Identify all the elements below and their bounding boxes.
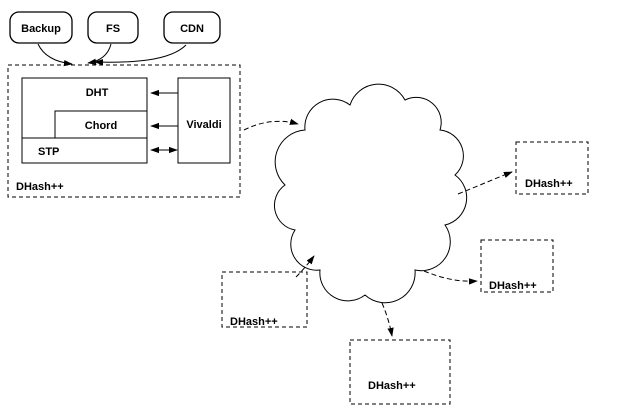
remote-node-left-label: DHash++ — [230, 316, 278, 328]
vivaldi-label: Vivaldi — [186, 119, 221, 131]
cloud-to-right-node-arrow — [457, 171, 513, 195]
left-node-to-cloud-arrow — [295, 255, 315, 278]
backup-app-label: Backup — [21, 23, 61, 35]
remote-node-lowerright-box — [480, 239, 554, 293]
stp-label: STP — [38, 146, 59, 158]
remote-node-lowerright-label: DHash++ — [489, 280, 537, 292]
backup-app-box — [9, 11, 73, 44]
remote-node-right-box — [515, 141, 589, 195]
fs-app-box — [87, 11, 139, 44]
remote-node-right-label: DHash++ — [525, 178, 573, 190]
network-cloud-icon — [273, 83, 468, 304]
backup-to-dhash-arrow — [37, 43, 73, 67]
dhash-main-label: DHash++ — [16, 181, 64, 193]
chord-label: Chord — [85, 120, 117, 132]
cloud-to-bottom-node-arrow — [381, 302, 394, 337]
dhash-main-box — [7, 64, 241, 198]
vivaldi-box — [177, 77, 231, 164]
fs-to-dhash-arrow — [87, 43, 112, 65]
fs-app-label: FS — [106, 23, 120, 35]
cdn-app-box — [163, 11, 221, 44]
remote-node-bottom-label: DHash++ — [368, 380, 416, 392]
cdn-app-label: CDN — [180, 23, 204, 35]
cdn-to-dhash-arrow — [94, 44, 187, 66]
cloud-to-lowerright-node-arrow — [423, 270, 478, 285]
remote-node-bottom-box — [349, 339, 451, 405]
dhash-to-cloud-arrow — [243, 118, 299, 131]
dht-label: DHT — [86, 87, 109, 99]
remote-node-left-box — [221, 271, 308, 328]
